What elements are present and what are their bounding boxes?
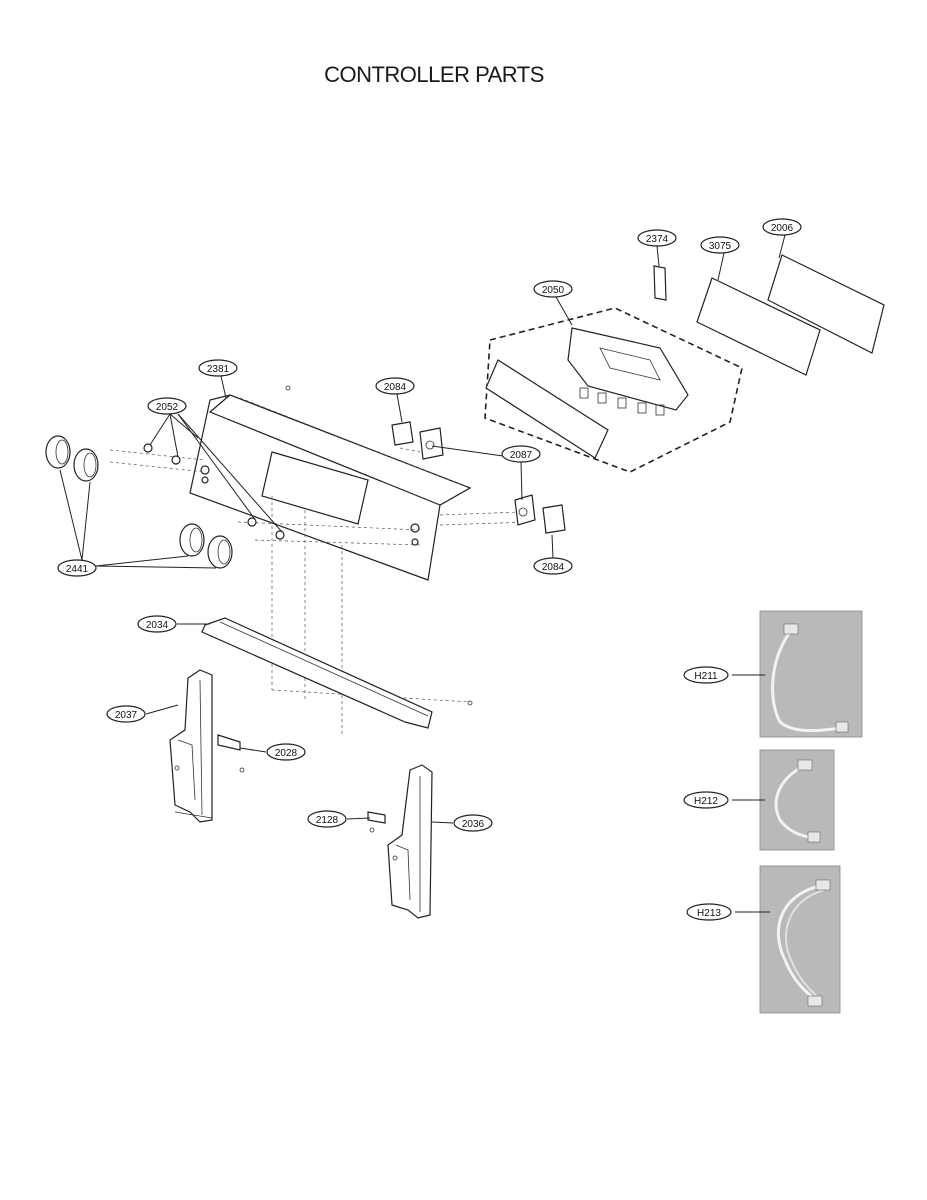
callout-2374: 2374 — [637, 229, 677, 247]
svg-text:2034: 2034 — [146, 620, 169, 631]
callout-2087: 2087 — [501, 445, 541, 463]
svg-text:H213: H213 — [697, 908, 721, 919]
page-title: CONTROLLER PARTS — [324, 62, 544, 87]
harness-photo-h213 — [759, 865, 841, 1014]
control-panel — [189, 385, 472, 581]
callout-h212: H212 — [683, 791, 729, 809]
shafts-2052 — [143, 443, 285, 540]
svg-text:2006: 2006 — [771, 223, 794, 234]
svg-text:2084: 2084 — [542, 562, 565, 573]
lens-panel — [485, 359, 609, 459]
callout-2052: 2052 — [147, 397, 187, 415]
svg-text:2036: 2036 — [462, 819, 485, 830]
svg-text:H212: H212 — [694, 796, 718, 807]
svg-text:2037: 2037 — [115, 710, 138, 721]
switch-group-lower — [514, 494, 566, 534]
svg-text:H211: H211 — [694, 671, 718, 682]
trim-bar-2034 — [201, 617, 473, 729]
part-2374 — [653, 265, 667, 301]
svg-text:2050: 2050 — [542, 285, 565, 296]
callout-3075: 3075 — [700, 236, 740, 254]
callout-2034: 2034 — [137, 615, 177, 633]
harness-photo-h212 — [759, 749, 835, 851]
svg-text:2084: 2084 — [384, 382, 407, 393]
callout-h213: H213 — [686, 903, 732, 921]
end-bracket-2037 — [169, 669, 245, 823]
callout-2084-lower: 2084 — [533, 557, 573, 575]
control-board — [567, 327, 689, 411]
leader-lines — [59, 234, 786, 913]
callout-h211: H211 — [683, 666, 729, 684]
knobs-2441 — [45, 435, 233, 569]
callout-2036: 2036 — [453, 814, 493, 832]
svg-text:2374: 2374 — [646, 234, 669, 245]
panel-2006 — [767, 254, 885, 354]
callout-2381: 2381 — [198, 359, 238, 377]
display-board-assembly — [484, 307, 743, 473]
svg-text:2087: 2087 — [510, 450, 533, 461]
svg-text:2441: 2441 — [66, 564, 89, 575]
svg-text:2028: 2028 — [275, 748, 298, 759]
svg-text:3075: 3075 — [709, 241, 732, 252]
panel-display-cutout — [261, 451, 369, 525]
board-tabs — [579, 387, 665, 416]
svg-text:2128: 2128 — [316, 815, 339, 826]
svg-text:2381: 2381 — [207, 364, 230, 375]
callout-2037: 2037 — [106, 705, 146, 723]
switch-group-upper — [391, 421, 444, 460]
callout-2006: 2006 — [762, 218, 802, 236]
callout-2084-upper: 2084 — [375, 377, 415, 395]
callout-2028: 2028 — [266, 743, 306, 761]
panel-3075 — [696, 277, 821, 376]
display-window — [599, 347, 661, 381]
callout-2441: 2441 — [57, 559, 97, 577]
panel-top-lip — [208, 394, 472, 506]
callout-2128: 2128 — [307, 810, 347, 828]
end-bracket-2036 — [367, 764, 433, 919]
harness-photo-h211 — [759, 610, 863, 738]
callout-2050: 2050 — [533, 280, 573, 298]
assembly-boundary — [484, 307, 743, 473]
svg-text:2052: 2052 — [156, 402, 179, 413]
